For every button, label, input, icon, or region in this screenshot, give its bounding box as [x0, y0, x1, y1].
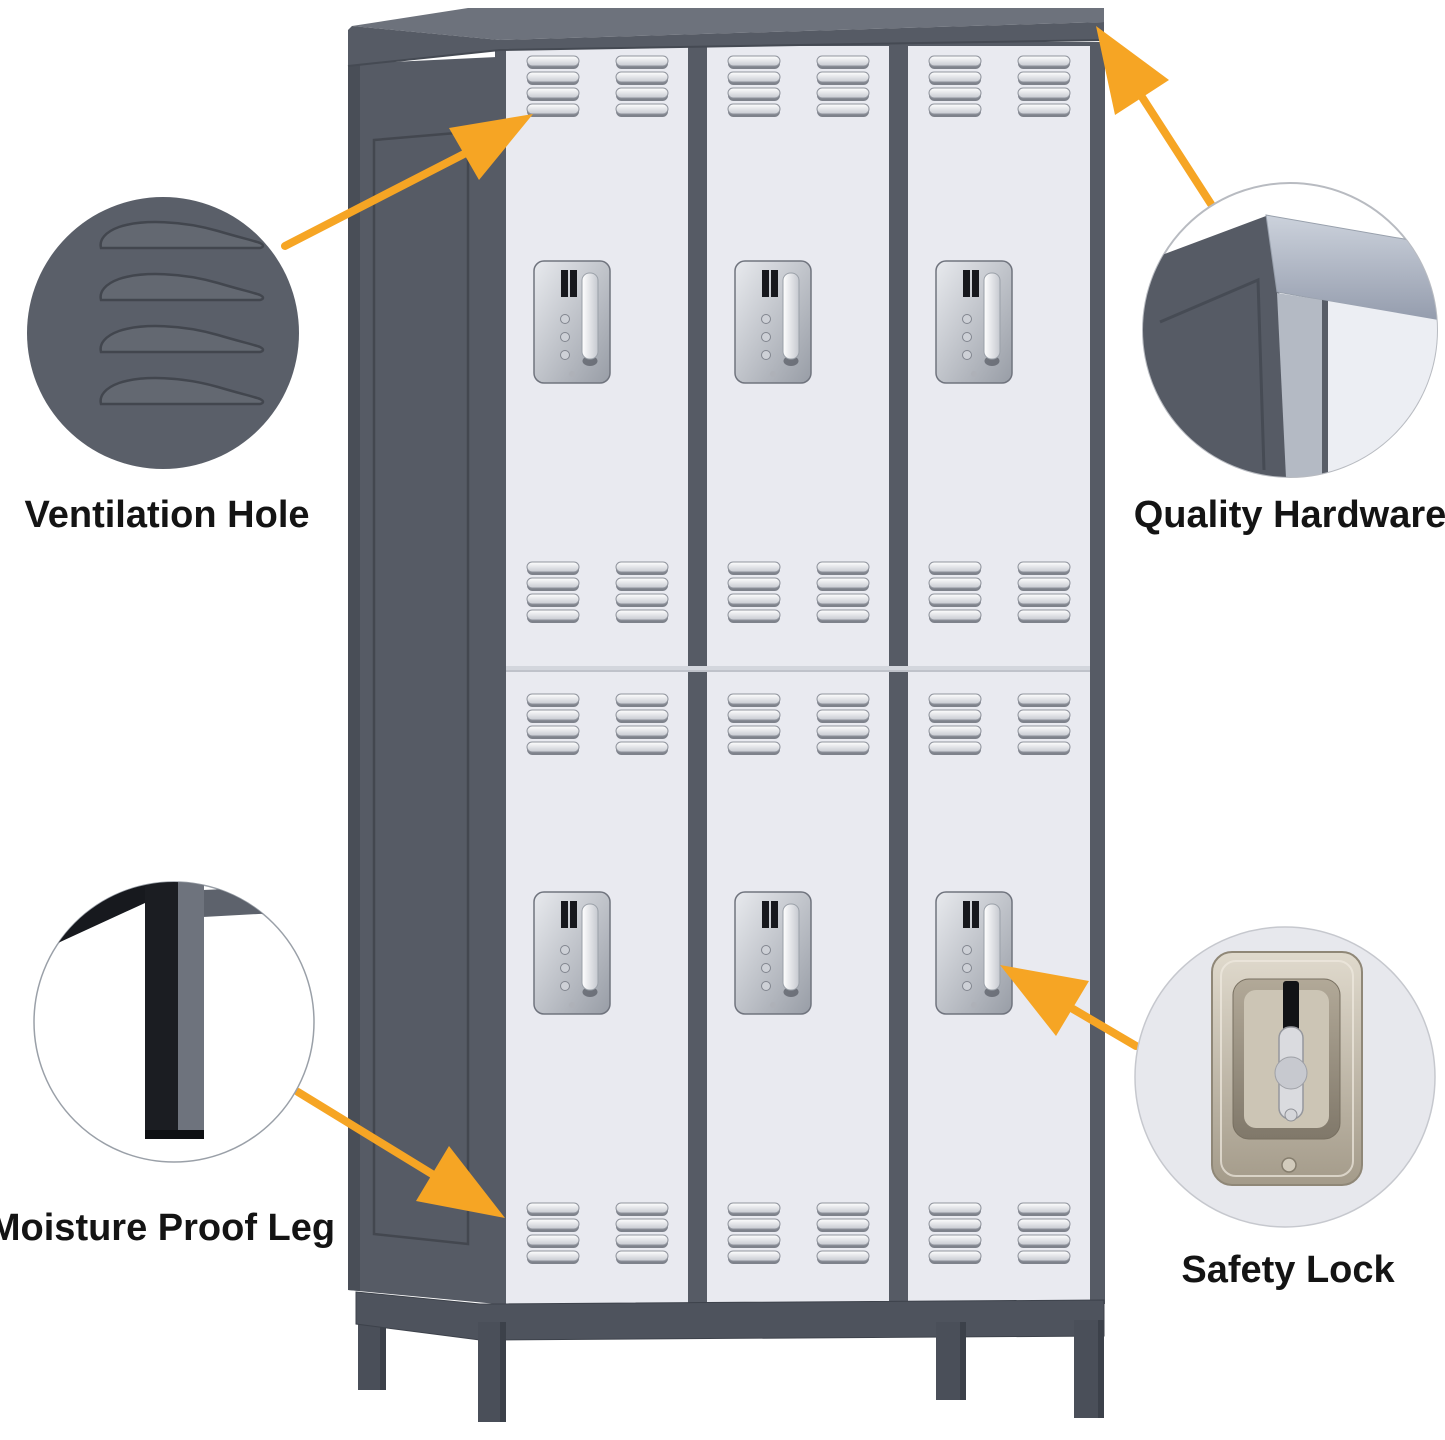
locker-leg-front-left: [478, 1322, 506, 1422]
corner-side-panel: [1143, 216, 1288, 477]
ventilation-hole-inset: [27, 197, 299, 469]
quality-hardware-inset: [1142, 182, 1438, 478]
locker-leg-front-right: [1074, 1320, 1104, 1418]
leg-front-face: [145, 882, 178, 1138]
arrow-to-moisture-proof-leg: [294, 1088, 505, 1218]
ventilation-hole-label: Ventilation Hole: [24, 494, 310, 536]
locker-top-cap: [347, 8, 1105, 67]
door-row-seam: [506, 666, 1090, 670]
safety-lock-label: Safety Lock: [1181, 1249, 1395, 1291]
lock-closeup: [1211, 951, 1363, 1186]
locker-door-4: [506, 670, 688, 1308]
moisture-proof-leg-inset: [33, 881, 315, 1163]
arrow-to-quality-hardware: [1096, 26, 1215, 208]
corner-front-post: [1277, 293, 1322, 477]
callout-arrows: [281, 26, 1215, 1218]
locker-side-panel: [348, 57, 497, 1304]
locker-cabinet: [347, 8, 1105, 1422]
quality-hardware-label: Quality Hardware: [1133, 494, 1445, 536]
locker-door-1: [506, 46, 688, 670]
locker-door-3: [908, 46, 1090, 670]
base-rail-right: [203, 886, 295, 917]
door-row-seam-shadow: [506, 670, 1090, 672]
locker-leg-mid: [936, 1322, 966, 1400]
lock-key-slot: [1283, 981, 1299, 1036]
locker-door-2: [707, 46, 889, 670]
side-panel-groove: [372, 130, 470, 1246]
corner-door-panel: [1328, 301, 1437, 477]
safety-lock-inset: [1134, 926, 1436, 1228]
arrow-to-ventilation-hole: [281, 114, 533, 250]
corner-top-cap: [1265, 214, 1437, 324]
moisture-proof-leg-label: Moisture Proof Leg: [0, 1207, 336, 1249]
locker-base: [355, 1291, 1105, 1422]
locker-door-5: [707, 670, 889, 1308]
leg-side-face: [178, 882, 204, 1136]
arrow-to-safety-lock: [1000, 965, 1140, 1050]
